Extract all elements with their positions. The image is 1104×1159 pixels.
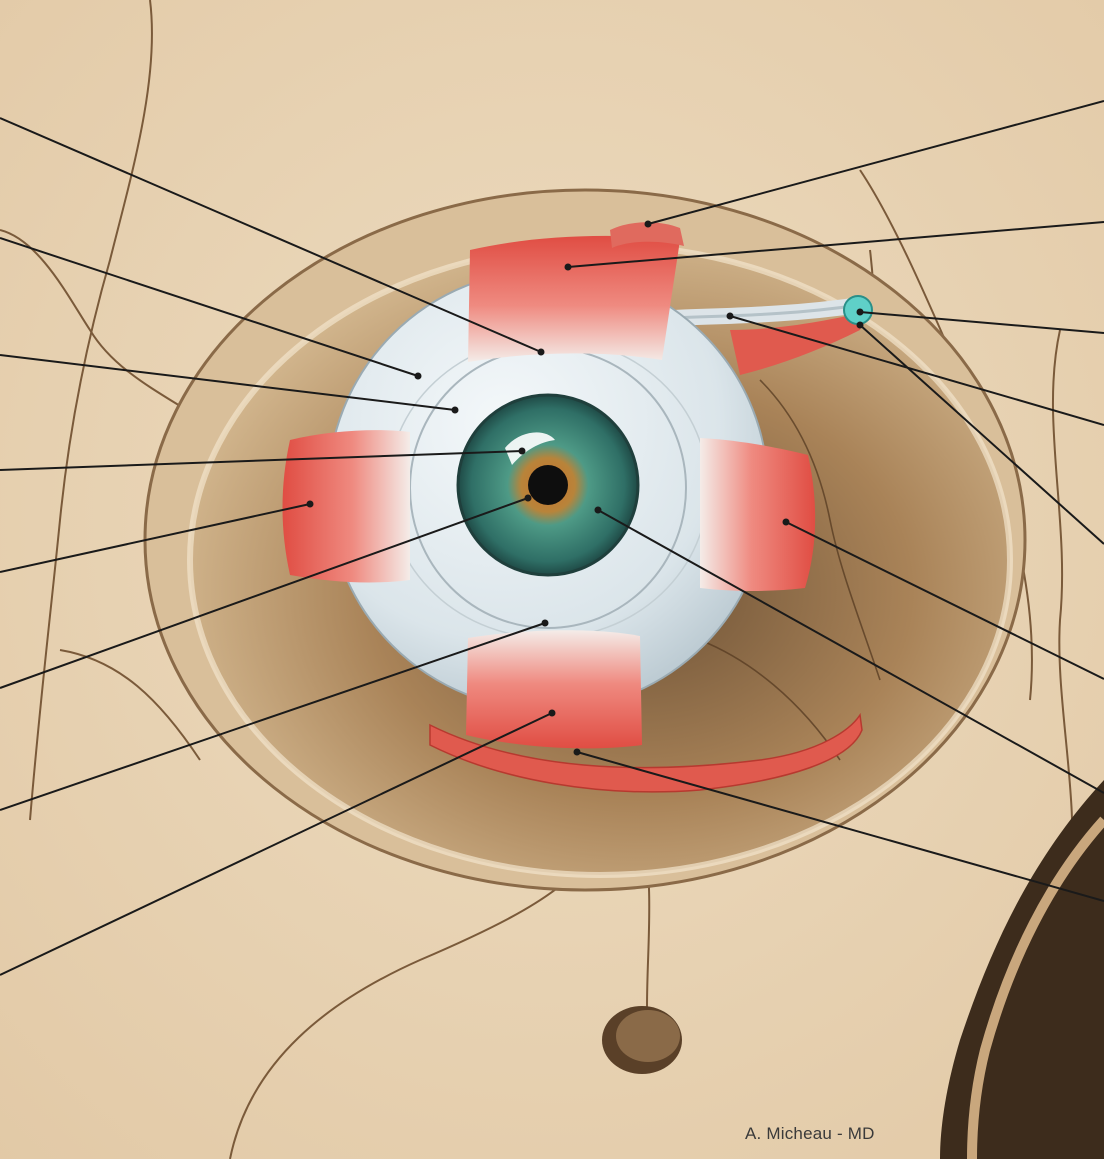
pupil — [528, 465, 568, 505]
illustration-credit: A. Micheau - MD — [745, 1124, 875, 1144]
leader-line-l8-endpoint — [549, 710, 556, 717]
leader-line-r5-endpoint — [857, 322, 864, 329]
lateral-rectus-muscle — [700, 438, 815, 591]
leader-line-l2-endpoint — [415, 373, 422, 380]
leader-line-r1-endpoint — [645, 221, 652, 228]
leader-line-r2-endpoint — [565, 264, 572, 271]
leader-line-r3-endpoint — [857, 309, 864, 316]
leader-line-l6-endpoint — [525, 495, 532, 502]
leader-line-l7-endpoint — [542, 620, 549, 627]
leader-line-r7-endpoint — [595, 507, 602, 514]
leader-line-r8-endpoint — [574, 749, 581, 756]
leader-line-r4-endpoint — [727, 313, 734, 320]
superior-rectus-muscle — [468, 236, 680, 362]
leader-line-l5-endpoint — [307, 501, 314, 508]
leader-line-r6-endpoint — [783, 519, 790, 526]
leader-line-l4-endpoint — [519, 448, 526, 455]
leader-line-l3-endpoint — [452, 407, 459, 414]
leader-line-l1-endpoint — [538, 349, 545, 356]
inferior-rectus-muscle — [466, 630, 642, 748]
